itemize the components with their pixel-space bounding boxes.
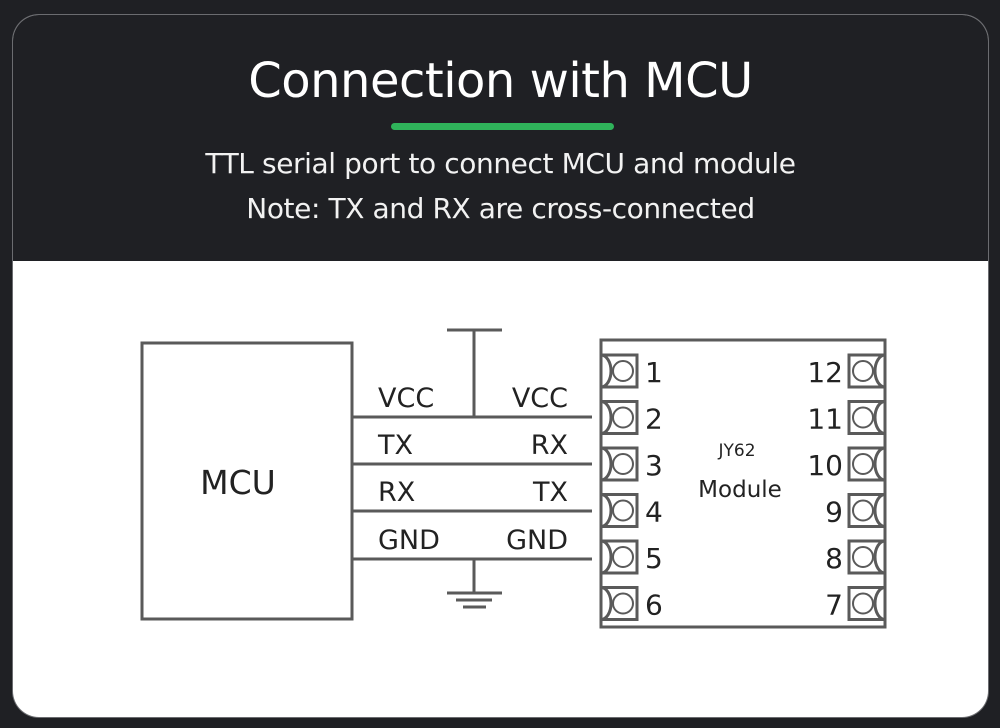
mcu-box [140,341,354,621]
info-card: Connection with MCU TTL serial port to c… [13,15,988,717]
module-pad [599,586,639,621]
pad-hole-icon [852,499,874,522]
subtitle-line-2: Note: TX and RX are cross-connected [246,192,755,225]
module-pin-label: TX [532,477,568,508]
subtitle-line-1: TTL serial port to connect MCU and modul… [205,147,796,180]
module-name: JY62 [717,441,755,461]
pin-number-left: 6 [645,589,663,622]
pin-number-right: 10 [807,449,843,482]
module-pad [599,353,639,389]
module-pin-label: VCC [512,383,568,414]
pin-number-left: 5 [645,542,663,575]
pad-hole-icon [612,406,634,429]
module-pad [599,493,639,528]
module-pin-label: RX [531,430,568,461]
pad-hole-icon [852,406,874,429]
pad-hole-icon [612,546,634,568]
pad-hole-icon [852,360,874,382]
module-pad [847,586,887,621]
pin-number-right: 11 [807,403,843,436]
mcu-pin-label: GND [378,525,440,556]
module-label: Module [698,477,782,503]
module-pin-label: GND [506,525,568,556]
vcc-supply-icon [447,328,502,417]
pin-number-right: 8 [825,542,843,575]
mcu-pin-label: TX [377,430,413,461]
module-pad [847,493,887,528]
mcu-label: MCU [200,463,276,502]
pin-number-right: 12 [807,356,843,389]
page-title: Connection with MCU [248,53,753,109]
module-pad [847,400,887,435]
module-pad [847,446,887,482]
pin-number-left: 3 [645,449,663,482]
pad-hole-icon [612,453,634,475]
pad-hole-icon [612,592,634,615]
pin-number-right: 7 [825,589,843,622]
pad-hole-icon [852,592,874,615]
module-pad [847,539,887,575]
card-header: Connection with MCU TTL serial port to c… [13,15,988,261]
module-pad [599,539,639,575]
pin-number-left: 2 [645,403,663,436]
module-pad [847,353,887,389]
mcu-pin-label: RX [378,477,415,508]
module-pad [599,400,639,435]
module-pad [599,446,639,482]
pad-hole-icon [612,360,634,382]
pad-hole-icon [612,499,634,522]
ground-icon [447,559,502,609]
pin-number-right: 9 [825,496,843,529]
pin-number-left: 4 [645,496,663,529]
pin-number-left: 1 [645,356,663,389]
mcu-pin-label: VCC [378,383,434,414]
title-underline [391,123,614,130]
pad-hole-icon [852,546,874,568]
module-pads [599,353,887,621]
pad-hole-icon [852,453,874,475]
